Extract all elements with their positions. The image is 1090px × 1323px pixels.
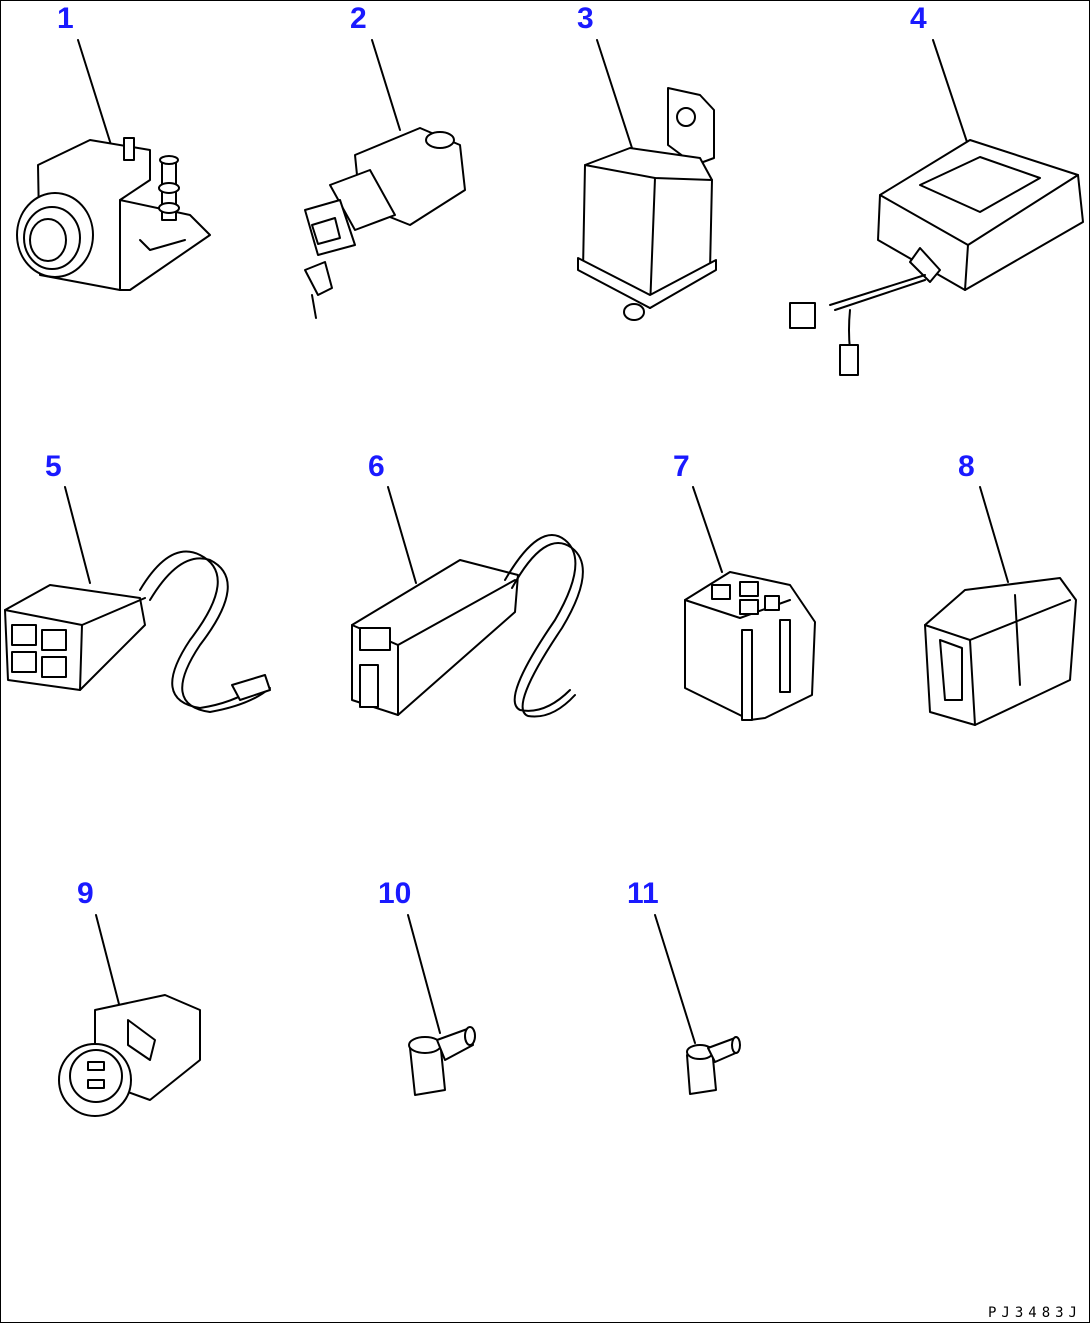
- drawing-code: PJ3483J: [987, 1305, 1082, 1321]
- callout-number-11: 11: [627, 877, 659, 910]
- callout-number-2: 2: [350, 2, 367, 35]
- callout-number-10: 10: [378, 877, 412, 910]
- starting-switch-key-icon: [304, 127, 466, 319]
- four-pole-connector-icon: [4, 550, 271, 713]
- two-pole-connector-icon: [351, 534, 584, 718]
- callout-number-3: 3: [577, 2, 594, 35]
- callout-number-8: 8: [958, 450, 975, 483]
- controller-box-icon: [789, 139, 1084, 376]
- socket-connector-icon: [58, 994, 201, 1117]
- terminal-cap-icon: [686, 1036, 741, 1095]
- callout-number-9: 9: [77, 877, 94, 910]
- callout-number-7: 7: [673, 450, 690, 483]
- relay-icon: [577, 87, 717, 321]
- solenoid-switch-icon: [16, 137, 211, 291]
- callout-number-1: 1: [57, 2, 74, 35]
- terminal-cap-icon: [408, 1026, 476, 1096]
- leader-lines: [64, 39, 1009, 1044]
- callout-number-4: 4: [910, 2, 927, 35]
- callout-number-5: 5: [45, 450, 62, 483]
- relay-socket-icon: [684, 571, 816, 721]
- callout-number-6: 6: [368, 450, 385, 483]
- connector-plug-icon: [924, 577, 1077, 726]
